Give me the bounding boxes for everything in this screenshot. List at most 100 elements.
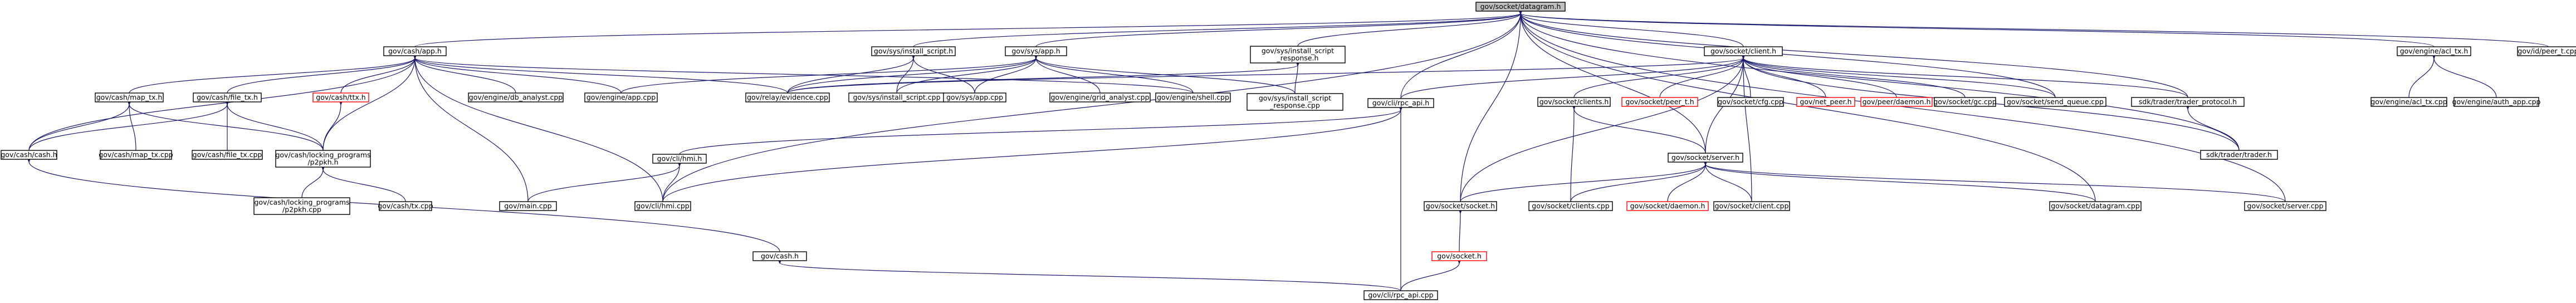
node-locking-programs-p2pkh-cpp[interactable]: gov/cash/locking_programs/p2pkh.cpp — [253, 197, 350, 215]
node-socket-gc-cpp[interactable]: gov/socket/gc.cpp — [1933, 97, 1997, 107]
node-cash-cash-h[interactable]: gov/cash/cash.h — [1, 150, 57, 160]
node-socket-server-h[interactable]: gov/socket/server.h — [1668, 153, 1743, 163]
edge-engine_app_cpp-to-cash_app_h — [415, 58, 622, 94]
node-box — [1155, 92, 1231, 102]
node-cash-map-tx-h[interactable]: gov/cash/map_tx.h — [95, 92, 164, 102]
node-label: gov/socket/client.h — [1710, 47, 1776, 55]
node-label: gov/socket/clients.h — [1539, 97, 1609, 106]
node-box — [1668, 153, 1743, 163]
node-label: gov/sys/install_script_response.h — [1262, 47, 1334, 62]
node-box — [499, 201, 557, 211]
node-label: gov/main.cpp — [504, 202, 551, 210]
edge-socket_server_cpp-to-socket_server_h — [1705, 164, 2286, 202]
node-trader-trader-h[interactable]: sdk/trader/trader.h — [2200, 150, 2278, 160]
edge-socket_send_queue_cpp-to-socket_client_h — [1743, 58, 2056, 98]
edge-socket_server_h-to-socket_clients_h — [1574, 109, 1706, 154]
node-cash-ttx-h[interactable]: gov/cash/ttx.h — [312, 92, 369, 102]
node-sys-app-cpp[interactable]: gov/sys/app.cpp — [943, 92, 1006, 102]
node-gov-main-cpp[interactable]: gov/main.cpp — [499, 201, 557, 211]
node-box — [1704, 46, 1783, 56]
node-label: gov/socket/clients.cpp — [1532, 202, 1609, 210]
edge-cash_cash_h-to-cash_map_tx_h — [28, 104, 129, 151]
edge-gov_socket_h-to-socket_socket_h — [1459, 213, 1460, 252]
node-socket-clients-h[interactable]: gov/socket/clients.h — [1537, 97, 1611, 107]
node-box — [192, 150, 263, 160]
node-engine-auth-app-cpp[interactable]: gov/engine/auth_app.cpp — [2452, 97, 2541, 107]
node-label: gov/cli/rpc_api.h — [1372, 99, 1429, 107]
edge-socket_client_cpp-to-socket_client_h — [1743, 58, 1752, 202]
node-cash-file-tx-cpp[interactable]: gov/cash/file_tx.cpp — [192, 150, 263, 160]
node-socket-peer-t-h[interactable]: gov/socket/peer_t.h — [1621, 97, 1698, 107]
node-label: gov/engine/shell.cpp — [1157, 93, 1229, 101]
node-engine-acl-tx-h[interactable]: gov/engine/acl_tx.h — [2397, 46, 2471, 56]
node-label: gov/engine/app.cpp — [586, 93, 656, 101]
node-engine-db-analyst-cpp[interactable]: gov/engine/db_analyst.cpp — [468, 92, 564, 102]
node-label: gov/engine/acl_tx.h — [2400, 47, 2469, 55]
node-sys-install-script-response-h[interactable]: gov/sys/install_script_response.h — [1250, 46, 1346, 63]
edge-engine_acl_tx_h-to-datagram_h — [1521, 13, 2435, 47]
node-cash-tx-cpp[interactable]: gov/cash/tx.cpp — [378, 201, 433, 211]
node-label: gov/sys/install_script.cpp — [853, 93, 940, 101]
node-socket-client-h[interactable]: gov/socket/client.h — [1704, 46, 1783, 56]
node-gov-cash-h[interactable]: gov/cash.h — [752, 251, 807, 261]
node-socket-send-queue-cpp[interactable]: gov/socket/send_queue.cpp — [2004, 97, 2106, 107]
node-cli-hmi-h[interactable]: gov/cli/hmi.h — [652, 154, 707, 164]
node-trader-protocol-h[interactable]: sdk/trader/trader_protocol.h — [2131, 97, 2245, 107]
node-sys-app-h[interactable]: gov/sys/app.h — [1005, 46, 1067, 56]
node-sys-install-script-h[interactable]: gov/sys/install_script.h — [871, 46, 956, 56]
edge-locking_programs_p2pkh_h-to-cash_app_h — [322, 58, 415, 151]
node-cash-file-tx-h[interactable]: gov/cash/file_tx.h — [193, 92, 262, 102]
node-cli-hmi-cpp[interactable]: gov/cli/hmi.cpp — [634, 201, 691, 211]
edge-id_peer_t_cpp-to-datagram_h — [1521, 13, 2549, 47]
node-box — [652, 154, 707, 164]
node-relay-evidence-cpp[interactable]: gov/relay/evidence.cpp — [745, 92, 830, 102]
edge-sys_install_script_cpp-to-sys_app_h — [896, 58, 1036, 94]
node-label: gov/socket/send_queue.cpp — [2007, 97, 2104, 106]
edge-peer_daemon_h-to-socket_client_h — [1743, 58, 1897, 98]
node-label: gov/cash.h — [761, 252, 799, 260]
edge-sys_install_script_response_cpp-to-sys_app_h — [1036, 58, 1296, 94]
node-box — [1247, 93, 1343, 111]
node-engine-shell-cpp[interactable]: gov/engine/shell.cpp — [1155, 92, 1231, 102]
node-locking-programs-p2pkh-h[interactable]: gov/cash/locking_programs/p2pkh.h — [275, 150, 371, 168]
node-peer-daemon-h[interactable]: gov/peer/daemon.h — [1860, 97, 1933, 107]
node-box — [2200, 150, 2278, 160]
node-socket-datagram-cpp[interactable]: gov/socket/datagram.cpp — [2049, 201, 2142, 211]
node-socket-cfg-cpp[interactable]: gov/socket/cfg.cpp — [1717, 97, 1784, 107]
node-socket-socket-h[interactable]: gov/socket/socket.h — [1424, 201, 1497, 211]
edge-cli_rpc_api_h-to-datagram_h — [1400, 13, 1521, 99]
node-socket-daemon-h[interactable]: gov/socket/daemon.h — [1626, 201, 1709, 211]
node-box — [468, 92, 564, 102]
node-box — [2004, 97, 2106, 107]
node-socket-server-cpp[interactable]: gov/socket/server.cpp — [2244, 201, 2326, 211]
node-cli-rpc-api-h[interactable]: gov/cli/rpc_api.h — [1367, 98, 1434, 108]
node-box — [1713, 201, 1790, 211]
edge-cli_hmi_cpp-to-cli_hmi_h — [662, 165, 680, 202]
node-box — [1717, 97, 1784, 107]
edge-cash_app_h-to-datagram_h — [414, 13, 1521, 47]
node-datagram-h[interactable]: gov/socket/datagram.h — [1475, 2, 1566, 12]
node-sys-install-script-cpp[interactable]: gov/sys/install_script.cpp — [848, 92, 945, 102]
node-gov-socket-h[interactable]: gov/socket.h — [1431, 251, 1487, 261]
edge-socket_clients_cpp-to-socket_clients_h — [1570, 109, 1574, 202]
edge-sys_install_script_cpp-to-sys_install_script_h — [896, 58, 913, 94]
node-engine-grid-analyst-cpp[interactable]: gov/engine/grid_analyst.cpp — [1049, 92, 1151, 102]
node-box — [584, 92, 658, 102]
node-cash-app-h[interactable]: gov/cash/app.h — [383, 46, 447, 56]
edge-socket_datagram_cpp-to-datagram_h — [1521, 13, 2096, 202]
node-cli-rpc-api-cpp[interactable]: gov/cli/rpc_api.cpp — [1363, 290, 1438, 300]
node-label: gov/cli/rpc_api.cpp — [1368, 291, 1433, 299]
node-cash-map-tx-cpp[interactable]: gov/cash/map_tx.cpp — [99, 150, 173, 160]
node-box — [1537, 97, 1611, 107]
node-label: gov/cli/hmi.h — [657, 154, 702, 163]
node-box — [1621, 97, 1698, 107]
node-engine-app-cpp[interactable]: gov/engine/app.cpp — [584, 92, 658, 102]
node-sys-install-script-response-cpp[interactable]: gov/sys/install_script_response.cpp — [1247, 93, 1343, 111]
node-id-peer-t-cpp[interactable]: gov/id/peer_t.cpp — [2517, 46, 2576, 56]
node-socket-client-cpp[interactable]: gov/socket/client.cpp — [1713, 201, 1790, 211]
node-engine-acl-tx-cpp[interactable]: gov/engine/acl_tx.cpp — [2370, 97, 2447, 107]
node-socket-clients-cpp[interactable]: gov/socket/clients.cpp — [1528, 201, 1613, 211]
edge-socket_datagram_cpp-to-socket_server_h — [1705, 164, 2096, 202]
node-net-peer-h[interactable]: gov/net_peer.h — [1796, 97, 1855, 107]
edge-cash_map_tx_cpp-to-cash_map_tx_h — [129, 104, 136, 151]
